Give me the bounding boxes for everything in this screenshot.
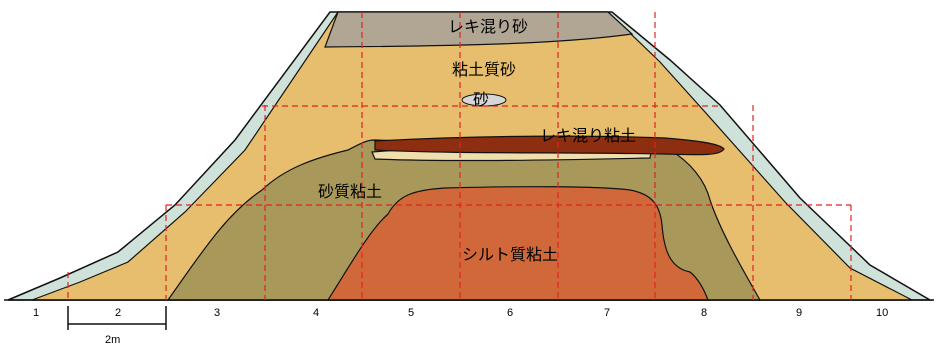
tick-4: 4: [313, 307, 319, 319]
scale-label: 2m: [105, 334, 120, 346]
tick-9: 9: [796, 307, 802, 319]
tick-8: 8: [701, 307, 707, 319]
grid: [67, 12, 852, 300]
label-sand: 砂: [473, 90, 489, 109]
scale-bar: [67, 306, 167, 330]
label-sandy-clay: 砂質粘土: [318, 182, 382, 201]
silty-clay-core: [326, 186, 709, 301]
label-gravel-clay: レキ混り粘土: [540, 126, 636, 145]
gravel-sand-layer: [324, 11, 634, 48]
tick-10: 10: [876, 307, 888, 319]
label-silty-clay: シルト質粘土: [462, 245, 558, 264]
label-clayey-sand: 粘土質砂: [452, 60, 516, 79]
tick-3: 3: [214, 307, 220, 319]
tick-5: 5: [408, 307, 414, 319]
axis-numbers: 1 2 3 4 5 6 7 8 9 10: [33, 307, 888, 319]
label-gravel-sand: レキ混り砂: [448, 17, 528, 36]
tick-6: 6: [507, 307, 513, 319]
tick-2: 2: [115, 307, 121, 319]
gravel-clay-lens: [374, 135, 725, 156]
tick-1: 1: [33, 307, 39, 319]
tick-7: 7: [604, 307, 610, 319]
